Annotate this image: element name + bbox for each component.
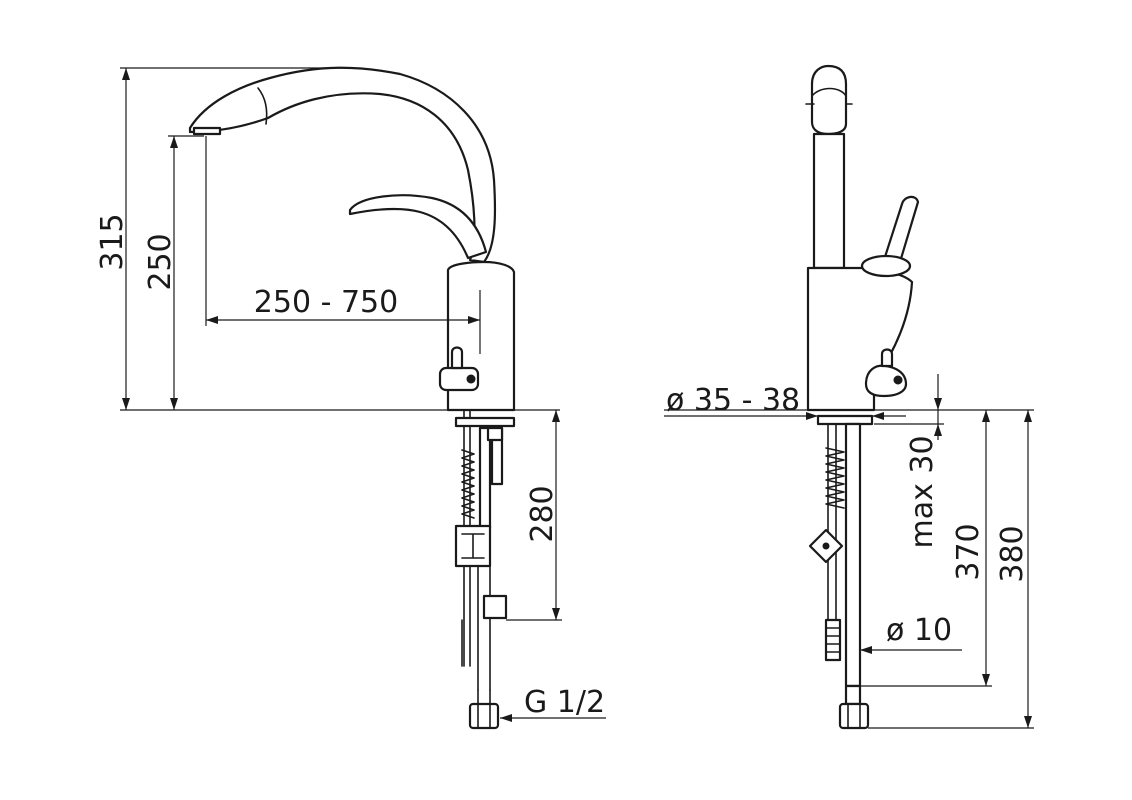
arrow-left xyxy=(872,412,884,420)
front-spring xyxy=(825,447,845,509)
hose-left xyxy=(478,426,492,530)
front-side-knob-tab xyxy=(880,348,894,368)
hose-nut-upper xyxy=(482,594,508,620)
arrow-down xyxy=(170,398,178,410)
spout-body xyxy=(188,66,497,264)
front-clamp-dot xyxy=(822,542,830,550)
front-spout-pipe xyxy=(812,132,846,270)
front-fitting-threads xyxy=(825,627,841,653)
arrow-up xyxy=(122,68,130,80)
connection-nut xyxy=(468,702,500,730)
front-spout-head xyxy=(810,64,848,136)
dim-label-deck-thickness: max 30 xyxy=(905,435,940,548)
dim-label-spout-height: 250 xyxy=(143,233,178,290)
clamp-block-detail xyxy=(461,533,485,559)
front-hose xyxy=(844,422,862,688)
arrow-left xyxy=(860,646,872,654)
front-connection-nut xyxy=(838,702,870,730)
dim-label-hose-diameter: ø 10 xyxy=(886,613,952,648)
front-lever-base xyxy=(860,254,912,278)
arrow-down xyxy=(552,608,560,620)
arrow-down xyxy=(1024,716,1032,728)
spout-head-detail xyxy=(257,87,268,125)
arrow-down xyxy=(122,398,130,410)
dim-label-370: 370 xyxy=(951,523,986,580)
dim-label-hole-diameter: ø 35 - 38 xyxy=(666,383,800,418)
side-valve-knob-dot xyxy=(466,374,476,384)
front-lever xyxy=(882,195,920,264)
arrow-right xyxy=(468,316,480,324)
arrow-up xyxy=(982,410,990,422)
lever-handle xyxy=(348,194,488,260)
front-side-knob xyxy=(864,364,908,398)
arrow-up xyxy=(934,424,942,436)
arrow-left xyxy=(206,316,218,324)
front-view: ø 35 - 38 max 30 370 380 ø 10 xyxy=(664,64,1034,730)
arrow-left xyxy=(500,714,512,722)
arrow-up xyxy=(552,410,560,422)
mounting-plate xyxy=(454,416,516,428)
front-side-knob-dot xyxy=(893,375,903,385)
arrow-up xyxy=(170,136,178,148)
arrow-up xyxy=(1024,410,1032,422)
front-hose-fitting xyxy=(824,618,842,662)
spring-coil-left xyxy=(461,449,475,519)
arrow-down xyxy=(982,674,990,686)
front-mount-plate xyxy=(816,414,874,426)
side-valve-tab xyxy=(450,346,464,370)
dim-label-380: 380 xyxy=(995,525,1030,582)
aerator xyxy=(192,126,222,136)
side-view: 315 250 250 - 750 280 G 1/2 xyxy=(95,66,606,730)
dim-label-thread: G 1/2 xyxy=(524,685,605,720)
dim-label-spout-reach: 250 - 750 xyxy=(254,285,398,320)
front-spout-cap xyxy=(811,87,847,97)
dim-label-total-height: 315 xyxy=(95,213,130,270)
dim-label-below-deck: 280 xyxy=(525,485,560,542)
front-hose-lower xyxy=(844,684,862,706)
arrow-down xyxy=(934,398,942,410)
arrow-right xyxy=(806,412,818,420)
hose-fitting xyxy=(486,426,504,442)
